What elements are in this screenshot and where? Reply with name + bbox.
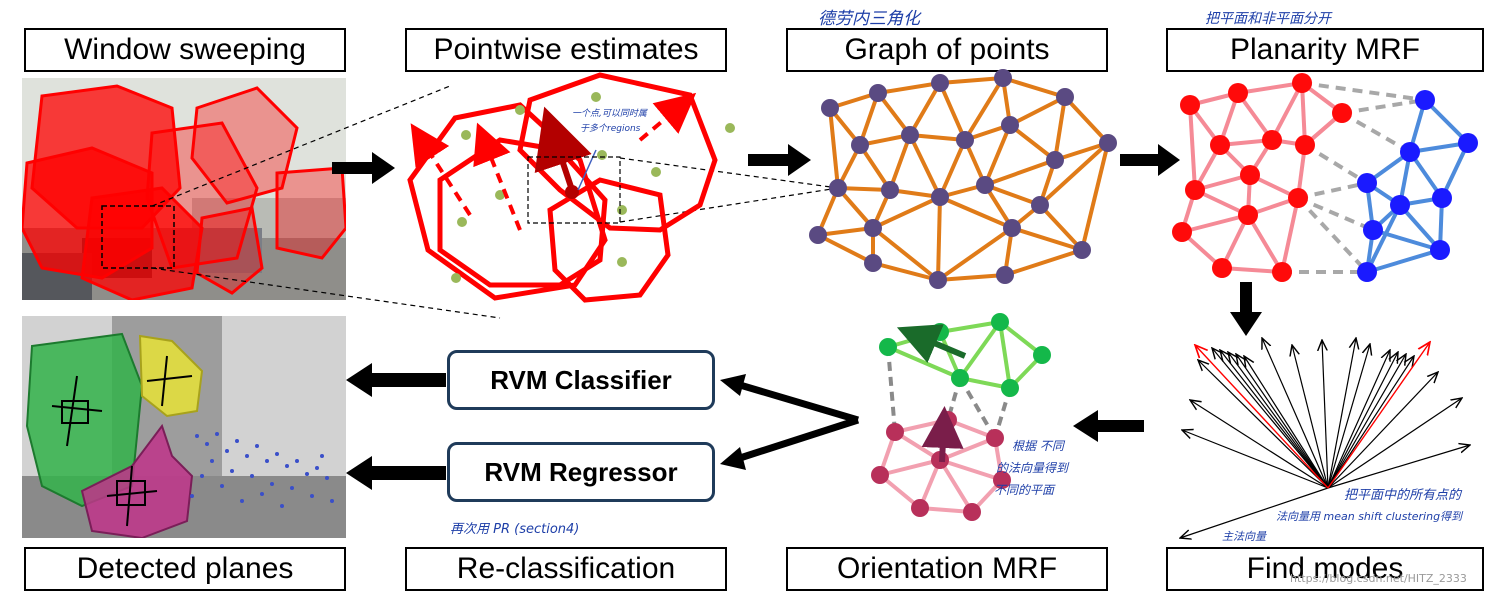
stage-label-find-modes: Find modes bbox=[1166, 547, 1484, 591]
note-separate-planes: 把平面和非平面分开 bbox=[1205, 11, 1331, 27]
planarity-red-nodes bbox=[1172, 73, 1352, 282]
find-modes-normals bbox=[1180, 338, 1470, 538]
planarity-cut-edges bbox=[1282, 81, 1426, 274]
note-orientation-2: 的法向量得到 bbox=[996, 461, 1069, 475]
note-mean-shift-2: 法向量用 mean shift clustering得到 bbox=[1276, 510, 1463, 523]
note-orientation-3: 不同的平面 bbox=[994, 483, 1055, 497]
stage-label-detected-planes: Detected planes bbox=[24, 547, 346, 591]
street-photo-detected-planes bbox=[22, 316, 346, 538]
stage-label-pointwise-estimates: Pointwise estimates bbox=[405, 28, 727, 72]
note-mean-shift-1: 把平面中的所有点的 bbox=[1344, 488, 1462, 503]
pointwise-main-arrow bbox=[534, 106, 592, 191]
rvm-regressor-box: RVM Regressor bbox=[447, 442, 715, 502]
stage-label-planarity-mrf: Planarity MRF bbox=[1166, 28, 1484, 72]
planarity-blue-edges bbox=[1365, 98, 1470, 274]
street-photo-window-sweeping bbox=[22, 78, 346, 300]
note-move-regions-2: 于多个regions bbox=[580, 124, 641, 134]
note-move-regions-1: 一个点,可以同时属 bbox=[572, 109, 647, 119]
planarity-red-edges bbox=[1180, 81, 1344, 274]
orientation-maroon-arrow bbox=[921, 406, 964, 463]
planarity-blue-nodes bbox=[1357, 90, 1478, 282]
stage-label-window-sweeping: Window sweeping bbox=[24, 28, 346, 72]
stage-label-orientation-mrf: Orientation MRF bbox=[786, 547, 1108, 591]
note-delaunay: 德劳内三角化 bbox=[818, 9, 920, 29]
flow-arrows bbox=[332, 144, 1262, 490]
stage-label-re-classification: Re-classification bbox=[405, 547, 727, 591]
graph-edges bbox=[816, 76, 1110, 282]
graph-nodes bbox=[809, 69, 1117, 289]
note-orientation-1: 根据 不同 bbox=[1012, 439, 1064, 453]
pointwise-regions bbox=[407, 72, 718, 303]
zoom-lines bbox=[151, 85, 839, 319]
pointwise-arrows bbox=[410, 92, 697, 231]
note-again-pr: 再次用 PR (section4) bbox=[450, 522, 580, 537]
stage-label-graph-of-points: Graph of points bbox=[786, 28, 1108, 72]
find-modes-principal-normals bbox=[1195, 342, 1430, 489]
orientation-green-arrow bbox=[896, 324, 967, 363]
rvm-classifier-box: RVM Classifier bbox=[447, 350, 715, 410]
rvm-split-arrows bbox=[738, 381, 860, 462]
watermark: https://blog.csdn.net/HITZ_2333 bbox=[1290, 572, 1467, 585]
note-principal-normal: 主法向量 bbox=[1222, 530, 1266, 543]
pointwise-dots bbox=[451, 92, 735, 283]
